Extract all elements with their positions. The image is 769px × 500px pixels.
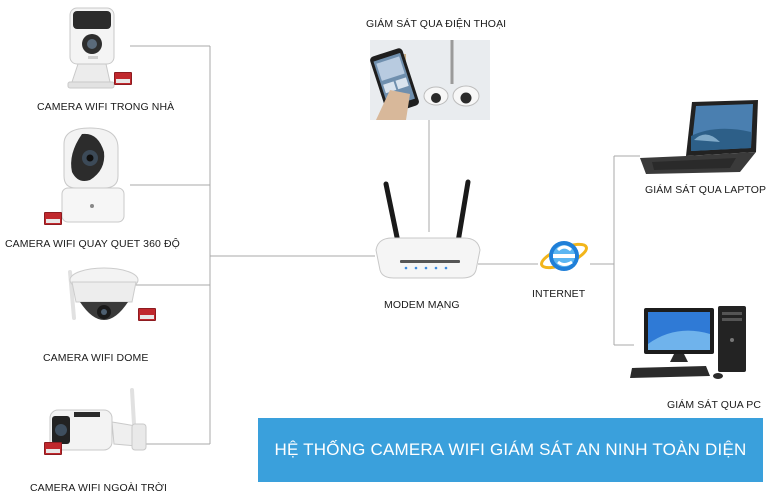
sd-card-icon xyxy=(114,72,132,85)
sd-card-icon xyxy=(44,442,62,455)
dome-camera xyxy=(62,262,158,334)
ptz-camera-icon xyxy=(61,127,125,223)
label-camera-dome: CAMERA WIFI DOME xyxy=(43,352,149,364)
internet-explorer-icon xyxy=(540,241,588,271)
dome-camera-icon xyxy=(68,267,139,320)
label-camera-indoor: CAMERA WIFI TRONG NHÀ xyxy=(37,101,175,113)
label-laptop: GIÁM SÁT QUA LAPTOP xyxy=(645,184,767,196)
label-internet: INTERNET xyxy=(532,288,586,300)
modem-router xyxy=(372,176,484,284)
phone-monitoring xyxy=(370,40,490,120)
label-camera-ptz: CAMERA WIFI QUAY QUET 360 ĐỘ xyxy=(5,238,180,250)
internet-globe xyxy=(538,232,590,278)
desktop-pc-icon xyxy=(630,306,746,379)
label-camera-outdoor: CAMERA WIFI NGOÀI TRỜI xyxy=(30,482,168,494)
indoor-camera xyxy=(58,6,132,92)
label-phone: GIÁM SÁT QUA ĐIỆN THOẠI xyxy=(366,18,507,30)
sd-card-icon xyxy=(138,308,156,321)
smartphone-icon xyxy=(370,40,490,120)
laptop xyxy=(636,98,762,176)
title-banner: HỆ THỐNG CAMERA WIFI GIÁM SÁT AN NINH TO… xyxy=(258,418,763,482)
outdoor-camera-icon xyxy=(49,388,147,451)
label-modem: MODEM MẠNG xyxy=(384,299,460,311)
router-icon xyxy=(375,179,481,279)
desktop-pc xyxy=(630,304,758,384)
indoor-camera-icon xyxy=(67,7,115,89)
sd-card-icon xyxy=(44,212,62,225)
ptz-camera xyxy=(44,126,130,228)
outdoor-camera xyxy=(44,380,154,472)
laptop-icon xyxy=(640,100,758,174)
label-pc: GIÁM SÁT QUA PC xyxy=(667,399,762,411)
